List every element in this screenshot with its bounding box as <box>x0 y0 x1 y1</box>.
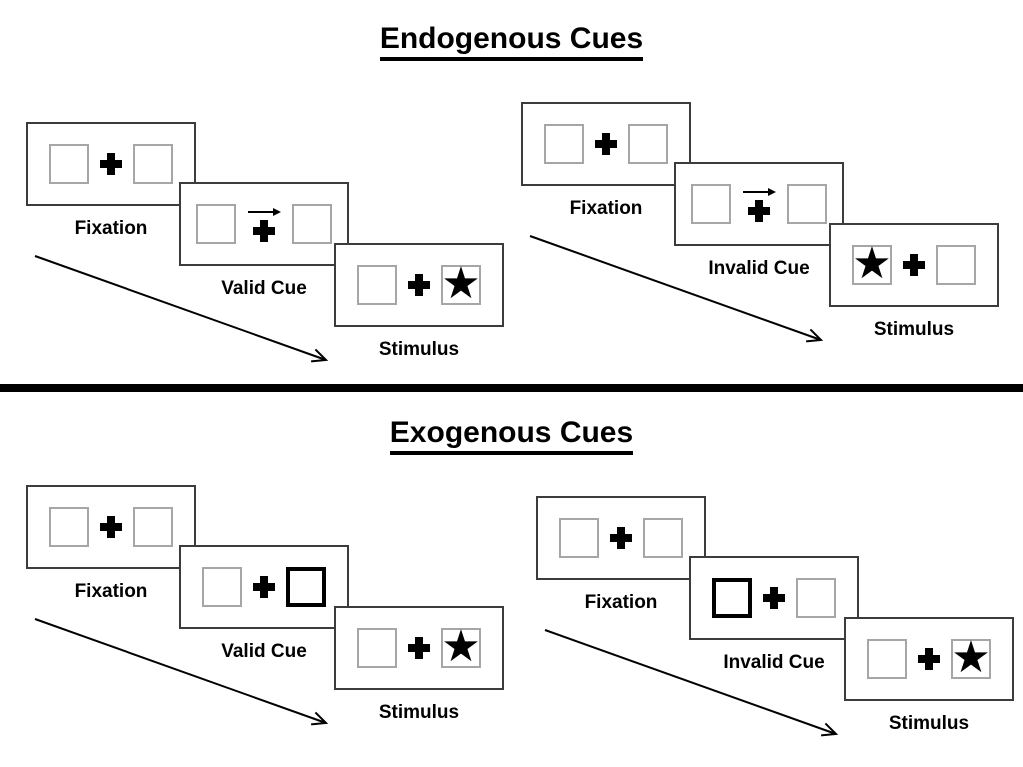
timeline-arrow-icon <box>34 255 329 363</box>
fixation-panel <box>26 485 196 569</box>
right-box-with-target: ★ <box>951 632 991 683</box>
valid-cue-label: Valid Cue <box>221 278 307 299</box>
stimulus-label: Stimulus <box>378 702 460 723</box>
endogenous-section-title: Endogenous Cues <box>0 22 1023 61</box>
fixation-cross-icon <box>748 199 770 222</box>
fixation-cross-icon <box>253 576 275 598</box>
left-box <box>49 507 89 547</box>
right-box <box>133 144 173 184</box>
timeline-arrow-icon <box>544 629 839 737</box>
left-box <box>544 124 584 164</box>
fixation-cross-icon <box>408 637 430 659</box>
stimulus-panel: ★ <box>844 617 1014 701</box>
cue-arrow-icon <box>743 187 776 196</box>
right-box-with-target: ★ <box>441 621 481 672</box>
fixation-cross-icon <box>100 516 122 538</box>
timeline-arrow-icon <box>529 235 824 343</box>
left-box <box>559 518 599 558</box>
invalid-cue-label: Invalid Cue <box>708 258 810 279</box>
cue-symbol <box>742 187 776 222</box>
fixation-panel <box>26 122 196 206</box>
left-box <box>49 144 89 184</box>
stimulus-panel: ★ <box>334 606 504 690</box>
fixation-cross-icon <box>595 133 617 155</box>
right-box-with-target: ★ <box>441 258 481 309</box>
fixation-cross-icon <box>100 153 122 175</box>
fixation-cross-icon <box>918 648 940 670</box>
right-box <box>628 124 668 164</box>
exogenous-valid-sequence: Fixation Valid Cue ★ Stimulus <box>26 485 511 740</box>
right-box <box>936 245 976 285</box>
fixation-cross-icon <box>253 219 275 242</box>
section-divider <box>0 384 1023 392</box>
stimulus-panel: ★ <box>334 243 504 327</box>
stimulus-label: Stimulus <box>888 713 970 734</box>
valid-cue-panel <box>179 545 349 629</box>
fixation-cross-icon <box>763 587 785 609</box>
fixation-label: Fixation <box>584 592 658 613</box>
right-box <box>643 518 683 558</box>
invalid-cue-label: Invalid Cue <box>723 652 825 673</box>
endogenous-invalid-sequence: Fixation Invalid Cue ★ Stimulus <box>521 102 1006 357</box>
endogenous-valid-sequence: Fixation Valid Cue ★ Stimulus <box>26 122 511 377</box>
right-box <box>133 507 173 547</box>
fixation-panel <box>536 496 706 580</box>
left-box <box>867 639 907 679</box>
endogenous-title-text: Endogenous Cues <box>379 22 644 61</box>
left-box <box>196 204 236 244</box>
fixation-cross-icon <box>610 527 632 549</box>
star-icon: ★ <box>441 621 481 672</box>
stimulus-label: Stimulus <box>378 339 460 360</box>
left-box-cue-highlight <box>712 578 752 618</box>
left-box-with-target: ★ <box>852 238 892 289</box>
left-box <box>202 567 242 607</box>
star-icon: ★ <box>951 632 991 683</box>
star-icon: ★ <box>852 238 892 289</box>
fixation-label: Fixation <box>74 218 148 239</box>
cue-arrow-icon <box>248 207 281 216</box>
star-icon: ★ <box>441 258 481 309</box>
exogenous-section-title: Exogenous Cues <box>0 416 1023 455</box>
left-box <box>357 265 397 305</box>
right-box <box>796 578 836 618</box>
fixation-cross-icon <box>903 254 925 276</box>
right-box <box>787 184 827 224</box>
invalid-cue-panel <box>674 162 844 246</box>
fixation-label: Fixation <box>74 581 148 602</box>
valid-cue-panel <box>179 182 349 266</box>
exogenous-title-text: Exogenous Cues <box>389 416 634 455</box>
stimulus-label: Stimulus <box>873 319 955 340</box>
left-box <box>357 628 397 668</box>
valid-cue-label: Valid Cue <box>221 641 307 662</box>
fixation-label: Fixation <box>569 198 643 219</box>
fixation-cross-icon <box>408 274 430 296</box>
exogenous-invalid-sequence: Fixation Invalid Cue ★ Stimulus <box>536 496 1021 751</box>
left-box <box>691 184 731 224</box>
right-box-cue-highlight <box>286 567 326 607</box>
invalid-cue-panel <box>689 556 859 640</box>
timeline-arrow-icon <box>34 618 329 726</box>
right-box <box>292 204 332 244</box>
fixation-panel <box>521 102 691 186</box>
cue-symbol <box>247 207 281 242</box>
stimulus-panel: ★ <box>829 223 999 307</box>
